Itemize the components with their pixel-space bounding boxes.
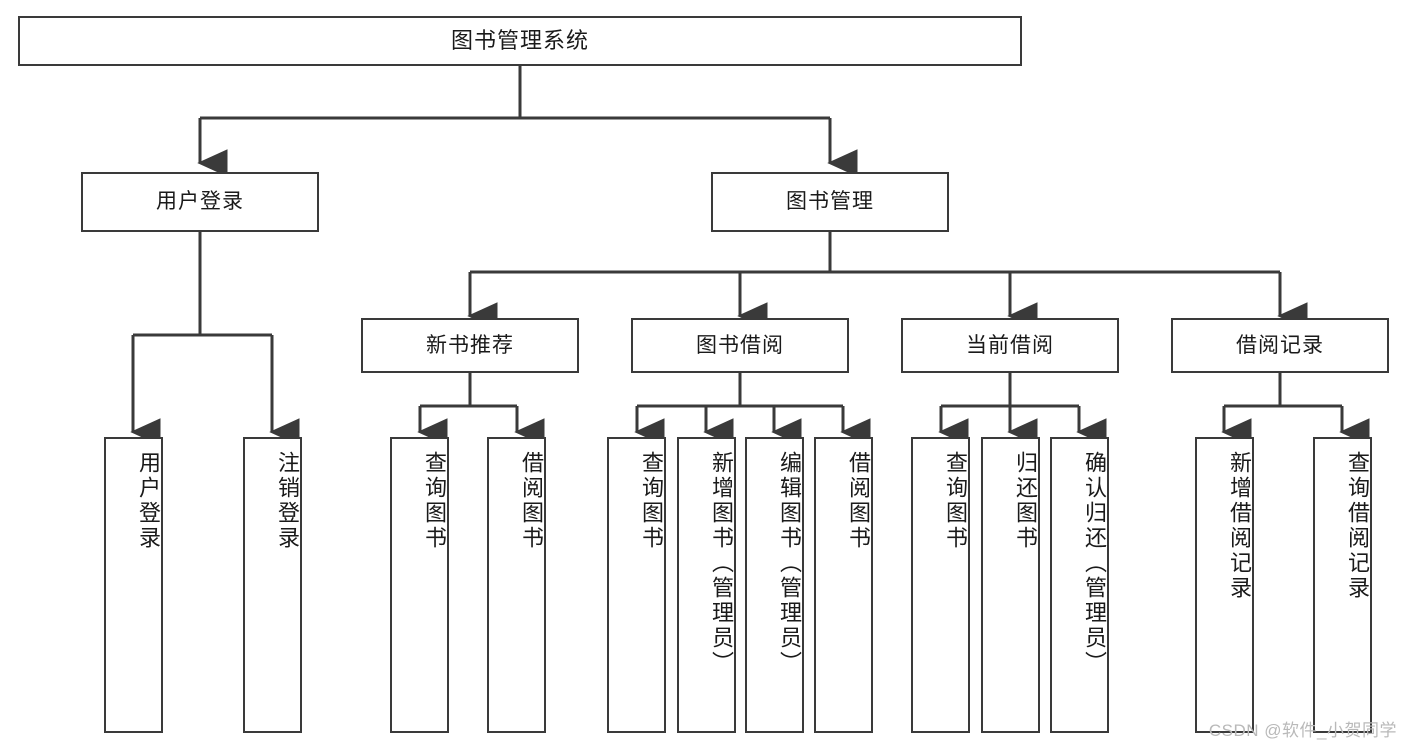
node-borrow-record[interactable]: 借阅记录 [1171, 318, 1389, 373]
leaf-label: 新增借阅记录 [1227, 451, 1252, 601]
node-user-login-label: 用户登录 [156, 190, 244, 214]
leaf-book-borrow-edit[interactable]: 编辑图书（管理员） [745, 437, 804, 733]
node-root[interactable]: 图书管理系统 [18, 16, 1022, 66]
leaf-label: 查询借阅记录 [1345, 451, 1370, 601]
leaf-label: 注销登录 [275, 451, 300, 551]
leaf-book-borrow-query[interactable]: 查询图书 [607, 437, 666, 733]
node-book-management[interactable]: 图书管理 [711, 172, 949, 232]
leaf-current-borrow-confirm-return[interactable]: 确认归还（管理员） [1050, 437, 1109, 733]
leaf-user-login-login[interactable]: 用户登录 [104, 437, 163, 733]
node-new-book-recommend[interactable]: 新书推荐 [361, 318, 579, 373]
leaf-label: 借阅图书 [519, 451, 544, 551]
leaf-book-borrow-add[interactable]: 新增图书（管理员） [677, 437, 736, 733]
node-current-borrow[interactable]: 当前借阅 [901, 318, 1119, 373]
node-root-label: 图书管理系统 [450, 27, 589, 53]
leaf-label: 用户登录 [136, 451, 161, 551]
leaf-borrow-record-add[interactable]: 新增借阅记录 [1195, 437, 1254, 733]
leaf-book-borrow-borrow[interactable]: 借阅图书 [814, 437, 873, 733]
node-book-management-label: 图书管理 [786, 190, 874, 214]
node-user-login[interactable]: 用户登录 [81, 172, 319, 232]
leaf-label: 编辑图书（管理员） [777, 451, 802, 676]
leaf-new-book-query[interactable]: 查询图书 [390, 437, 449, 733]
leaf-label: 借阅图书 [846, 451, 871, 551]
leaf-label: 查询图书 [422, 451, 447, 551]
leaf-label: 新增图书（管理员） [709, 451, 734, 676]
node-book-borrow[interactable]: 图书借阅 [631, 318, 849, 373]
leaf-label: 确认归还（管理员） [1082, 451, 1107, 676]
node-book-borrow-label: 图书借阅 [696, 333, 784, 357]
node-current-borrow-label: 当前借阅 [966, 333, 1054, 357]
leaf-current-borrow-query[interactable]: 查询图书 [911, 437, 970, 733]
leaf-label: 查询图书 [943, 451, 968, 551]
node-new-book-recommend-label: 新书推荐 [426, 333, 514, 357]
leaf-user-login-logout[interactable]: 注销登录 [243, 437, 302, 733]
watermark: CSDN @软件_小贺同学 [1208, 721, 1397, 740]
leaf-label: 归还图书 [1013, 451, 1038, 551]
leaf-borrow-record-query[interactable]: 查询借阅记录 [1313, 437, 1372, 733]
leaf-new-book-borrow[interactable]: 借阅图书 [487, 437, 546, 733]
leaf-current-borrow-return[interactable]: 归还图书 [981, 437, 1040, 733]
node-borrow-record-label: 借阅记录 [1236, 333, 1324, 357]
leaf-label: 查询图书 [639, 451, 664, 551]
